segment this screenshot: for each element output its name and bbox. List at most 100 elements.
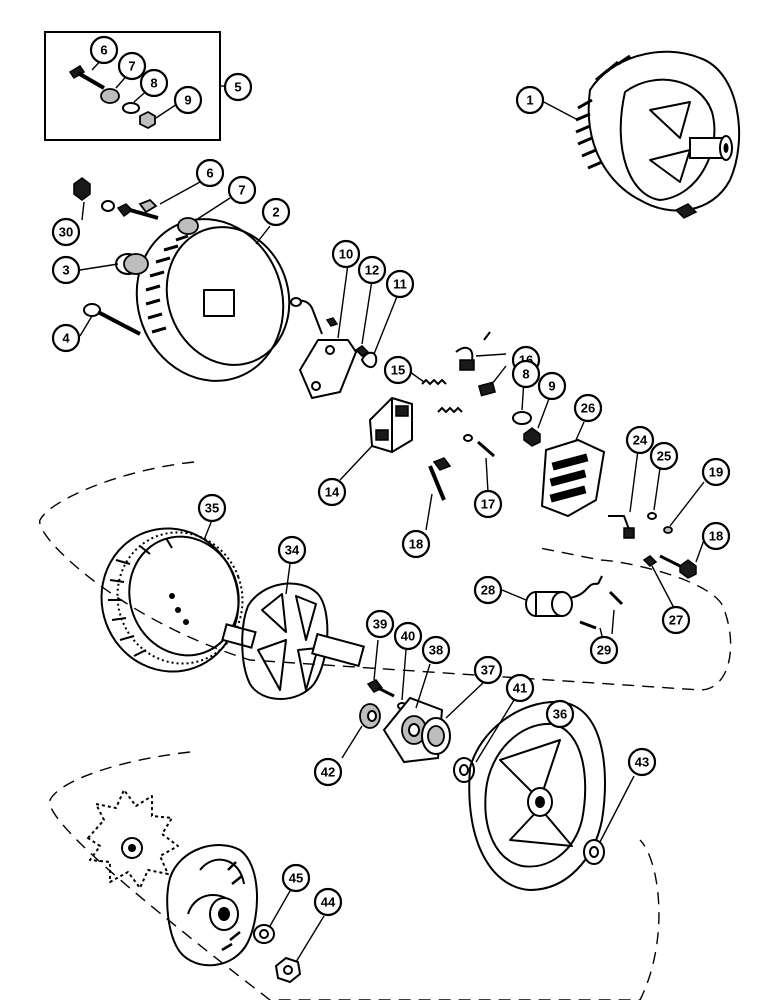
- callout-circle: [401, 529, 431, 559]
- callout-number: 38: [429, 643, 443, 658]
- callout-circle: [331, 239, 361, 269]
- callout-6: 6: [89, 35, 119, 65]
- callout-number: 8: [522, 367, 529, 382]
- callout-number: 9: [548, 379, 555, 394]
- callout-number: 19: [709, 465, 723, 480]
- callout-41: 41: [505, 673, 535, 703]
- callout-circle: [701, 457, 731, 487]
- callout-7: 7: [227, 175, 257, 205]
- callout-circle: [701, 521, 731, 551]
- drive-end-frame-36: [468, 700, 607, 891]
- callout-number: 28: [481, 583, 495, 598]
- callout-37: 37: [473, 655, 503, 685]
- callout-circle: [473, 489, 503, 519]
- callout-45: 45: [281, 863, 311, 893]
- callout-8: 8: [139, 68, 169, 98]
- callout-circle: [313, 757, 343, 787]
- callout-number: 42: [321, 765, 335, 780]
- callout-number: 41: [513, 681, 527, 696]
- callout-circle: [89, 35, 119, 65]
- callout-circle: [421, 635, 451, 665]
- callout-number: 39: [373, 617, 387, 632]
- callout-number: 44: [321, 895, 336, 910]
- callout-number: 12: [365, 263, 379, 278]
- callout-circle: [357, 255, 387, 285]
- rectifier-26: [540, 421, 606, 518]
- spacer-43: [583, 775, 635, 865]
- callout-44: 44: [313, 887, 343, 917]
- callout-39: 39: [365, 609, 395, 639]
- callout-18: 18: [401, 529, 431, 559]
- callout-circle: [383, 355, 413, 385]
- callout-34: 34: [277, 535, 307, 565]
- callout-25: 25: [649, 441, 679, 471]
- callout-circle: [537, 371, 567, 401]
- washer-45-nut-44: [253, 883, 325, 984]
- bearing-3: [79, 253, 149, 275]
- fan-and-pulley: [87, 789, 258, 967]
- inset-bolt: [68, 64, 105, 90]
- callout-1: 1: [515, 85, 545, 115]
- callout-circle: [117, 51, 147, 81]
- callout-number: 2: [272, 205, 279, 220]
- callout-number: 30: [59, 225, 73, 240]
- callout-labels: 1234567896730101211151689261417182425191…: [51, 35, 731, 917]
- callout-circle: [573, 393, 603, 423]
- callout-29: 29: [589, 635, 619, 665]
- through-bolt-4: [79, 303, 141, 337]
- callout-number: 24: [633, 433, 648, 448]
- callout-circle: [317, 477, 347, 507]
- callout-circle: [473, 655, 503, 685]
- brush-holder-14: [339, 397, 413, 481]
- callout-circle: [625, 425, 655, 455]
- callout-12: 12: [357, 255, 387, 285]
- callout-number: 45: [289, 871, 303, 886]
- callout-number: 40: [401, 629, 415, 644]
- callout-8: 8: [511, 359, 541, 389]
- inset-kit-box: [44, 31, 226, 141]
- callout-26: 26: [573, 393, 603, 423]
- callout-number: 6: [206, 166, 213, 181]
- inset-nut: [139, 110, 156, 130]
- callout-circle: [281, 863, 311, 893]
- callout-24: 24: [625, 425, 655, 455]
- callout-number: 25: [657, 449, 671, 464]
- callout-number: 26: [581, 401, 595, 416]
- callout-number: 10: [339, 247, 353, 262]
- callout-circle: [545, 699, 575, 729]
- callout-18: 18: [701, 521, 731, 551]
- callout-circle: [365, 609, 395, 639]
- callout-circle: [393, 621, 423, 651]
- callout-14: 14: [317, 477, 347, 507]
- rear-end-frame: [135, 218, 291, 382]
- callout-circle: [473, 575, 503, 605]
- callout-circle: [197, 493, 227, 523]
- rotor-34: [221, 563, 365, 700]
- callout-number: 17: [481, 497, 495, 512]
- inset-insulator: [100, 88, 120, 104]
- callout-circle: [51, 255, 81, 285]
- callout-number: 6: [100, 43, 107, 58]
- callout-6: 6: [195, 158, 225, 188]
- callout-9: 9: [537, 371, 567, 401]
- callout-number: 14: [325, 485, 340, 500]
- bearing-retainer-parts: [341, 639, 515, 783]
- callout-30: 30: [51, 217, 81, 247]
- callout-circle: [385, 269, 415, 299]
- callout-9: 9: [173, 85, 203, 115]
- callout-circle: [515, 85, 545, 115]
- callout-circle: [589, 635, 619, 665]
- springs-and-brushes: [409, 331, 507, 414]
- callout-circle: [511, 359, 541, 389]
- callout-43: 43: [627, 747, 657, 777]
- callout-3: 3: [51, 255, 81, 285]
- diode-trio-parts: [608, 449, 705, 609]
- callout-circle: [195, 158, 225, 188]
- callout-42: 42: [313, 757, 343, 787]
- callout-circle: [649, 441, 679, 471]
- callout-circle: [173, 85, 203, 115]
- callout-number: 18: [409, 537, 423, 552]
- callout-circle: [51, 323, 81, 353]
- callout-35: 35: [197, 493, 227, 523]
